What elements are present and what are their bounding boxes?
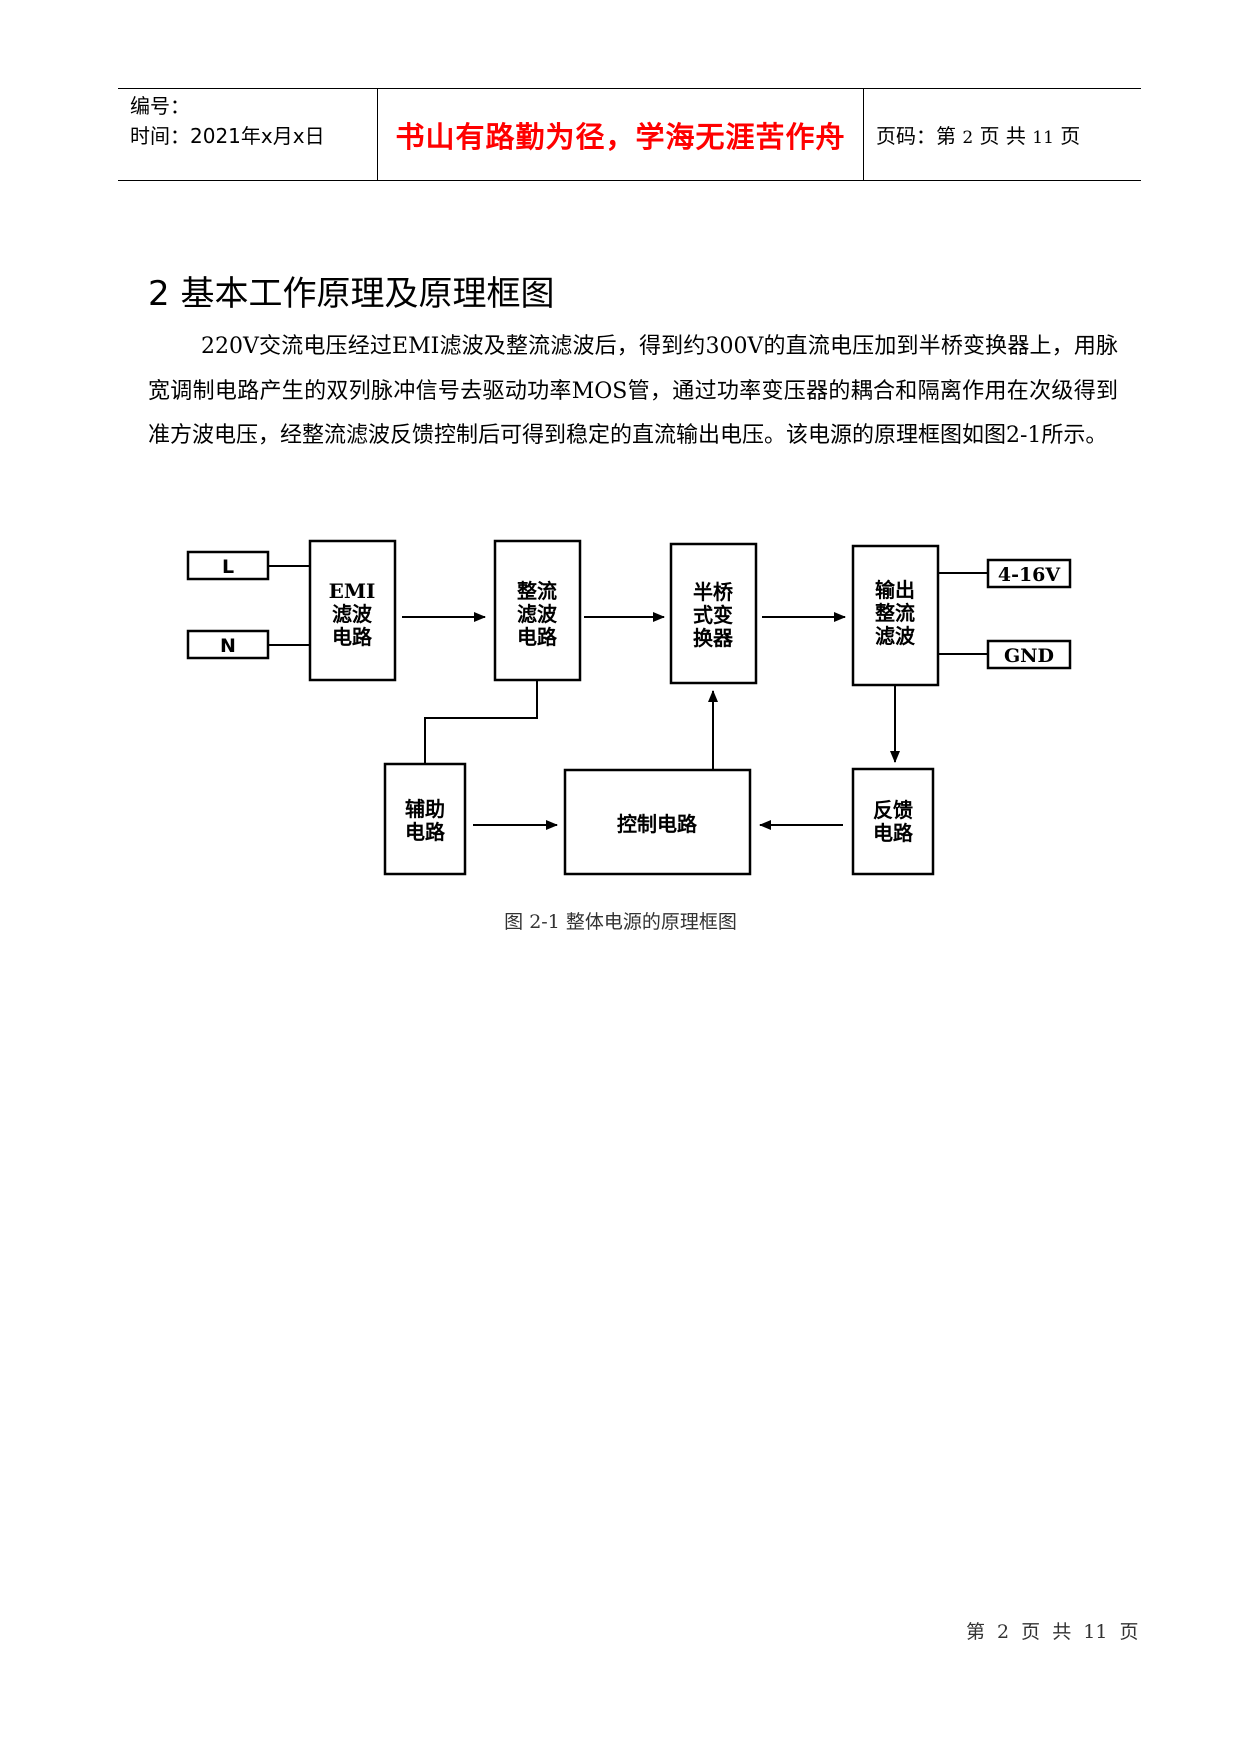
half-bridge-block — [669, 542, 758, 685]
header-page-cell: 页码：第 2 页 共 11 页 — [864, 89, 1141, 180]
aux-label-1: 辅助 — [405, 797, 445, 821]
rect-label-2: 滤波 — [517, 602, 558, 626]
output-v-label: 4-16V — [998, 564, 1062, 586]
fb-label-2: 电路 — [873, 821, 914, 845]
page-current: 2 — [962, 128, 974, 148]
page-total: 11 — [1032, 128, 1054, 148]
input-n-label: N — [220, 635, 236, 657]
header-info-cell: 编号： 时间：2021年x月x日 — [118, 89, 378, 180]
output-gnd-box — [986, 639, 1072, 670]
out-label-1: 输出 — [875, 578, 915, 602]
aux-block — [383, 762, 467, 876]
page-suffix: 页 — [1060, 124, 1081, 148]
half-label-1: 半桥 — [693, 580, 734, 604]
feedback-block — [851, 767, 935, 876]
body-paragraph: 220V交流电压经过EMI滤波及整流滤波后，得到约300V的直流电压加到半桥变换… — [148, 334, 1118, 448]
time-label: 时间：2021年x月x日 — [130, 124, 325, 148]
fb-label-1: 反馈 — [873, 798, 913, 822]
emi-label-1: EMI — [329, 579, 376, 603]
aux-label-2: 电路 — [405, 820, 446, 844]
out-label-3: 滤波 — [875, 624, 916, 648]
rect-label-1: 整流 — [516, 579, 557, 603]
page-header: 编号： 时间：2021年x月x日 书山有路勤为径，学海无涯苦作舟 页码：第 2 … — [118, 88, 1141, 181]
block-diagram: L N EMI 滤波 电路 整流 滤波 电路 半桥 式变 换器 输出 整流 滤波… — [186, 539, 1072, 876]
page-footer: 第 2 页 共 11 页 — [966, 1621, 1139, 1643]
half-label-3: 换器 — [693, 626, 734, 650]
page-mid: 页 共 — [979, 124, 1026, 148]
out-label-2: 整流 — [874, 601, 915, 625]
emi-label-2: 滤波 — [332, 602, 373, 626]
output-v-box — [986, 558, 1072, 589]
output-gnd-label: GND — [1004, 645, 1054, 667]
page-indicator: 页码：第 2 页 共 11 页 — [876, 120, 1141, 149]
input-l-label: L — [222, 556, 234, 578]
half-label-2: 式变 — [693, 603, 733, 627]
motto-text: 书山有路勤为径，学海无涯苦作舟 — [395, 119, 846, 154]
number-label: 编号： — [130, 94, 190, 118]
page-prefix: 页码：第 — [876, 124, 956, 148]
rect-label-3: 电路 — [517, 625, 558, 649]
header-motto-cell: 书山有路勤为径，学海无涯苦作舟 — [378, 89, 864, 180]
wire-rect-aux — [424, 680, 538, 764]
section-title: 2 基本工作原理及原理框图 — [148, 274, 555, 314]
ctrl-label: 控制电路 — [617, 812, 698, 836]
control-block — [563, 768, 752, 876]
emi-label-3: 电路 — [332, 625, 373, 649]
emi-block — [308, 539, 397, 682]
figure-caption: 图 2-1 整体电源的原理框图 — [504, 911, 737, 933]
